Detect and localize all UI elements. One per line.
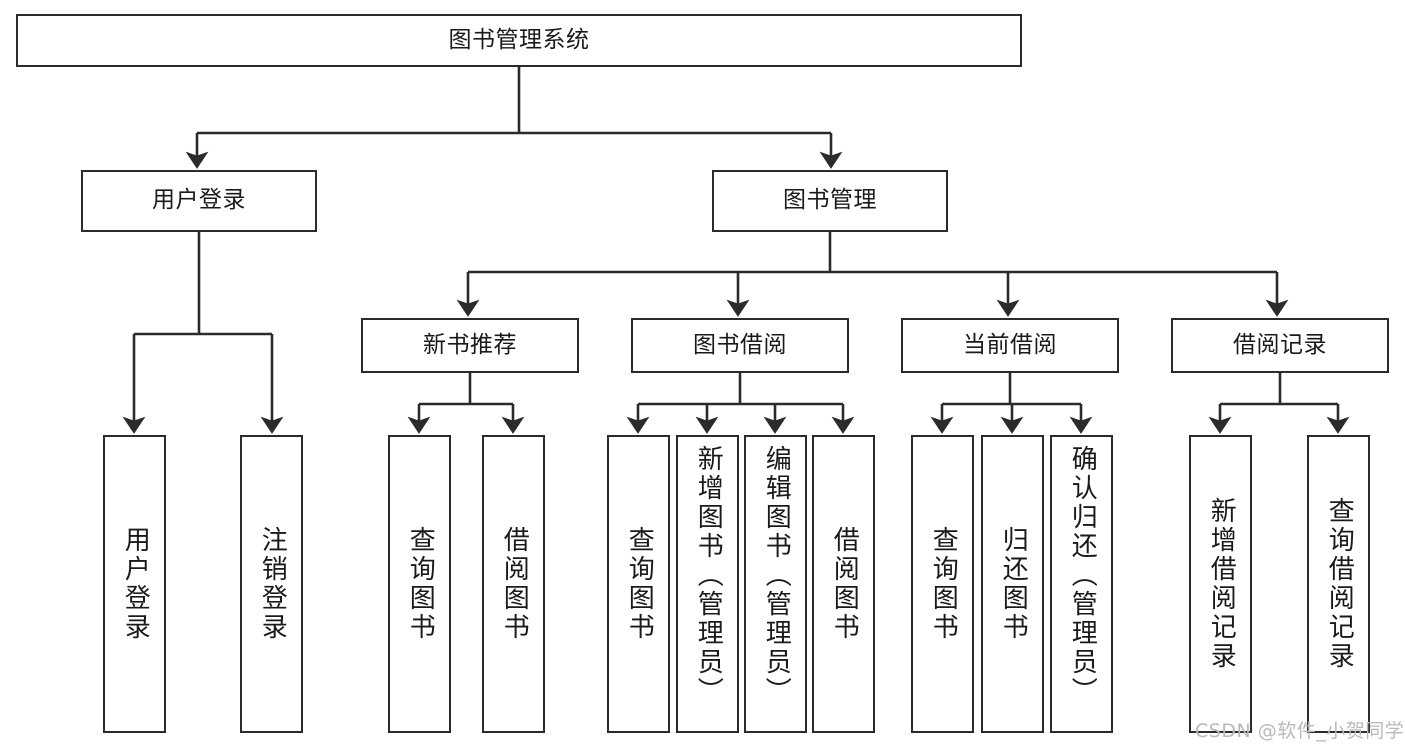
node-user-login-label: 用户登录 bbox=[152, 187, 246, 214]
node-leaf-borrow-book-2[interactable]: 借阅图书 bbox=[812, 435, 875, 733]
csdn-watermark: CSDN @软件_小贺同学 bbox=[1195, 720, 1405, 742]
node-borrow-record[interactable]: 借阅记录 bbox=[1171, 318, 1389, 373]
node-leaf-query-book-1-label: 查询图书 bbox=[405, 526, 436, 642]
node-leaf-add-record-label: 新增借阅记录 bbox=[1206, 497, 1237, 671]
node-leaf-add-book[interactable]: 新增图书（管理员） bbox=[676, 435, 739, 733]
node-leaf-return-book-label: 归还图书 bbox=[998, 526, 1029, 642]
node-leaf-borrow-book-1-label: 借阅图书 bbox=[499, 526, 530, 642]
node-leaf-query-book-2-label: 查询图书 bbox=[624, 526, 655, 642]
node-book-manage-label: 图书管理 bbox=[783, 187, 877, 214]
node-leaf-confirm-return[interactable]: 确认归还（管理员） bbox=[1050, 435, 1113, 733]
node-book-borrow[interactable]: 图书借阅 bbox=[631, 318, 849, 373]
node-new-book-recommend[interactable]: 新书推荐 bbox=[361, 318, 579, 373]
node-leaf-add-book-label: 新增图书（管理员） bbox=[693, 445, 724, 706]
node-leaf-query-book-3[interactable]: 查询图书 bbox=[911, 435, 974, 733]
node-root[interactable]: 图书管理系统 bbox=[16, 14, 1022, 67]
node-leaf-edit-book[interactable]: 编辑图书（管理员） bbox=[744, 435, 807, 733]
node-user-login[interactable]: 用户登录 bbox=[81, 170, 317, 232]
node-leaf-edit-book-label: 编辑图书（管理员） bbox=[761, 445, 792, 706]
node-leaf-borrow-book-2-label: 借阅图书 bbox=[829, 526, 860, 642]
node-leaf-query-book-3-label: 查询图书 bbox=[928, 526, 959, 642]
node-borrow-record-label: 借阅记录 bbox=[1233, 331, 1327, 358]
node-leaf-query-record[interactable]: 查询借阅记录 bbox=[1307, 435, 1370, 733]
node-leaf-user-logout[interactable]: 注销登录 bbox=[240, 435, 303, 733]
node-leaf-query-record-label: 查询借阅记录 bbox=[1324, 497, 1355, 671]
node-leaf-user-login[interactable]: 用户登录 bbox=[103, 435, 166, 733]
node-leaf-user-login-label: 用户登录 bbox=[120, 526, 151, 642]
node-leaf-return-book[interactable]: 归还图书 bbox=[981, 435, 1044, 733]
node-leaf-confirm-return-label: 确认归还（管理员） bbox=[1067, 445, 1098, 706]
node-leaf-borrow-book-1[interactable]: 借阅图书 bbox=[482, 435, 545, 733]
node-book-borrow-label: 图书借阅 bbox=[693, 331, 787, 358]
node-root-label: 图书管理系统 bbox=[448, 26, 590, 53]
node-leaf-query-book-2[interactable]: 查询图书 bbox=[607, 435, 670, 733]
node-current-borrow[interactable]: 当前借阅 bbox=[901, 318, 1119, 373]
node-new-book-recommend-label: 新书推荐 bbox=[423, 331, 517, 358]
node-leaf-add-record[interactable]: 新增借阅记录 bbox=[1189, 435, 1252, 733]
node-book-manage[interactable]: 图书管理 bbox=[712, 170, 948, 232]
node-leaf-user-logout-label: 注销登录 bbox=[257, 526, 288, 642]
node-leaf-query-book-1[interactable]: 查询图书 bbox=[388, 435, 451, 733]
node-current-borrow-label: 当前借阅 bbox=[963, 331, 1057, 358]
